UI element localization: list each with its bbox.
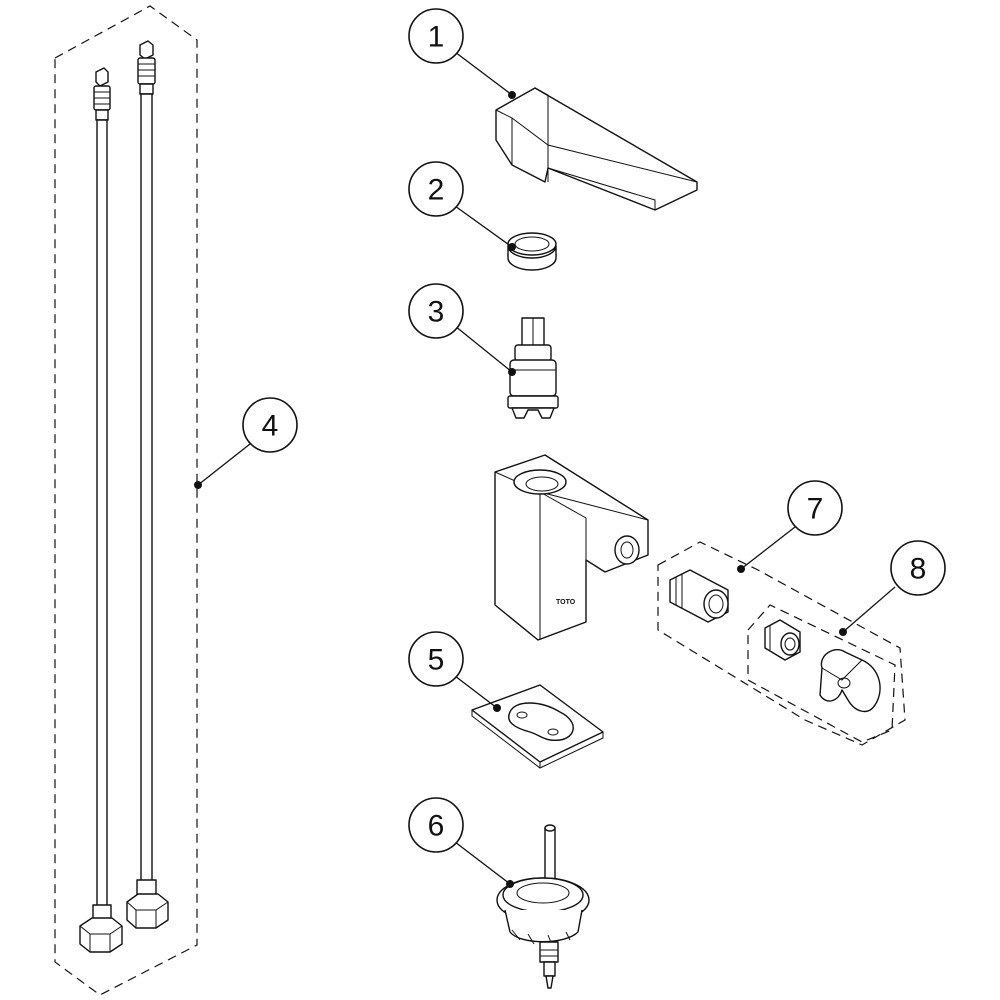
callout-1: 1 bbox=[408, 8, 464, 64]
callout-number-7: 7 bbox=[807, 493, 824, 526]
part-1-lever-handle bbox=[495, 87, 698, 211]
part-5-base-gasket bbox=[471, 684, 604, 769]
faucet-body: TOTO bbox=[494, 454, 649, 641]
callout-number-6: 6 bbox=[428, 810, 445, 843]
callout-3: 3 bbox=[408, 283, 464, 339]
body-marking: TOTO bbox=[556, 599, 576, 606]
part-6-drain-assembly bbox=[496, 824, 590, 989]
aerator-key bbox=[819, 649, 881, 713]
callout-4: 4 bbox=[242, 397, 298, 453]
callout-number-1: 1 bbox=[428, 21, 445, 54]
part-4-supply-hoses bbox=[54, 5, 198, 996]
group-boundary-hoses bbox=[54, 5, 198, 996]
part-8-aerator-insert-and-key bbox=[747, 604, 896, 743]
callout-number-5: 5 bbox=[428, 644, 445, 677]
aerator-insert bbox=[764, 619, 801, 661]
group-boundary-insert bbox=[747, 604, 896, 743]
part-2-cap-ring bbox=[507, 232, 557, 271]
hose-right bbox=[126, 40, 169, 929]
callout-number-8: 8 bbox=[910, 553, 927, 586]
aerator-adapter bbox=[669, 569, 729, 623]
callout-number-4: 4 bbox=[262, 410, 279, 443]
part-3-cartridge bbox=[507, 317, 559, 419]
callout-number-2: 2 bbox=[428, 174, 445, 207]
callout-2: 2 bbox=[408, 161, 464, 217]
callout-5: 5 bbox=[408, 631, 464, 687]
callout-8: 8 bbox=[890, 540, 946, 596]
callout-7: 7 bbox=[787, 480, 843, 536]
hose-left bbox=[79, 67, 123, 953]
group-boundary-aerator bbox=[657, 541, 906, 746]
callout-number-3: 3 bbox=[428, 296, 445, 329]
part-7-aerator-assembly bbox=[657, 541, 906, 746]
leader-lines bbox=[194, 51, 896, 888]
callout-6: 6 bbox=[408, 797, 464, 853]
